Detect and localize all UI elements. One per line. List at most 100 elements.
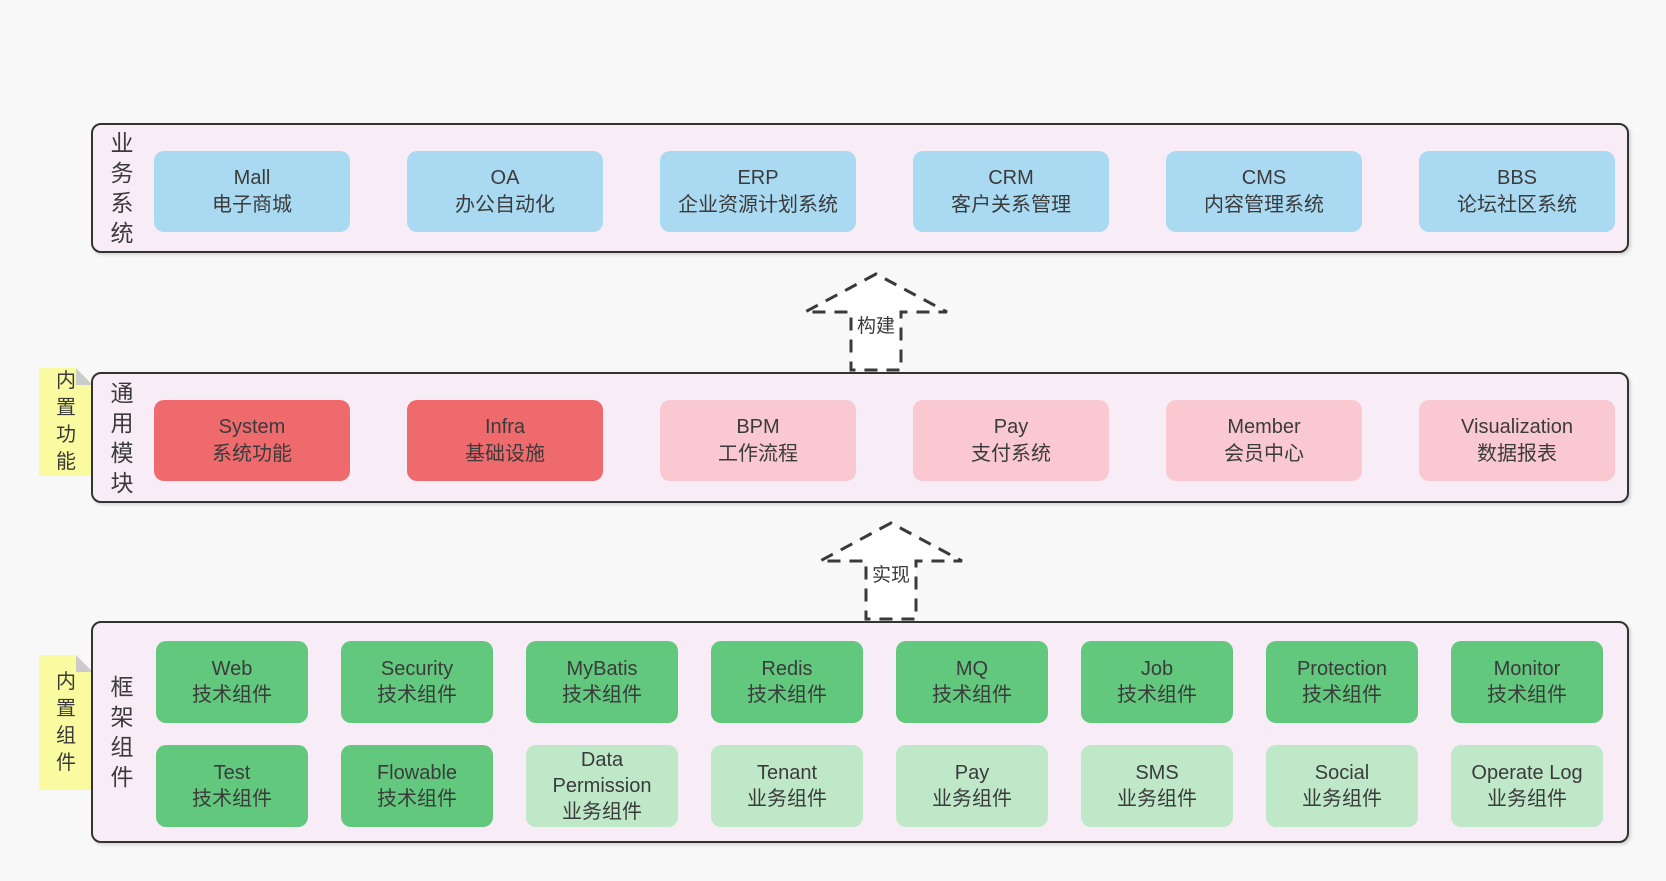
box-subtitle: 支付系统 [971,442,1051,465]
box-subtitle: 业务组件 [1487,788,1567,810]
layer-common-modules: 通用模块 System 系统功能 Infra 基础设施 BPM 工作流程 Pay… [91,372,1629,503]
box-test: Test 技术组件 [156,745,308,827]
box-subtitle: 电子商城 [212,193,292,216]
box-title: Mall [233,166,271,189]
box-system: System 系统功能 [154,400,350,481]
box-subtitle: 业务组件 [932,788,1012,810]
box-title: Visualization [1461,415,1573,438]
box-subtitle: 技术组件 [932,684,1012,706]
box-subtitle: 技术组件 [192,788,272,810]
box-mall: Mall 电子商城 [154,151,350,232]
box-title: MyBatis [566,658,638,680]
note-built-in-features: 内置功能 [39,368,93,476]
box-protection: Protection 技术组件 [1266,641,1418,723]
box-pay-module: Pay 支付系统 [913,400,1109,481]
layer-framework-components: 框架组件 Web 技术组件 Security 技术组件 MyBatis 技术组件… [91,621,1629,843]
box-oa: OA 办公自动化 [407,151,603,232]
box-title: Web [211,658,253,680]
note-paper [39,655,93,790]
box-title: BBS [1496,166,1538,189]
box-title: Data Permission [552,749,652,797]
box-tenant: Tenant 业务组件 [711,745,863,827]
box-subtitle: 技术组件 [1302,684,1382,706]
box-title: Security [380,658,454,680]
box-title: Redis [761,658,813,680]
box-title: SMS [1135,762,1179,784]
layer-label: 业务系统 [110,130,134,246]
layer-label: 通用模块 [110,379,134,496]
box-flowable: Flowable 技术组件 [341,745,493,827]
box-member: Member 会员中心 [1166,400,1362,481]
box-subtitle: 业务组件 [1302,788,1382,810]
box-title: Member [1227,415,1301,438]
box-title: Pay [993,415,1029,438]
box-subtitle: 办公自动化 [455,193,555,216]
box-infra: Infra 基础设施 [407,400,603,481]
box-subtitle: 数据报表 [1477,442,1557,465]
note-fold-corner-icon [76,368,93,385]
box-title: Social [1314,762,1370,784]
box-subtitle: 业务组件 [1117,788,1197,810]
box-social: Social 业务组件 [1266,745,1418,827]
box-bbs: BBS 论坛社区系统 [1419,151,1615,232]
box-title: CMS [1241,166,1287,189]
box-subtitle: 技术组件 [377,684,457,706]
box-subtitle: 技术组件 [1487,684,1567,706]
box-monitor: Monitor 技术组件 [1451,641,1603,723]
box-subtitle: 内容管理系统 [1204,193,1324,216]
box-web: Web 技术组件 [156,641,308,723]
box-title: Operate Log [1471,762,1583,784]
arrow-implement: 实现 [818,521,964,621]
note-paper [39,368,93,476]
note-text: 内置功能 [56,370,76,473]
box-title: Test [213,762,251,784]
layer-label: 框架组件 [110,674,134,790]
box-title: Infra [484,415,526,438]
note-fold-corner-icon [76,655,93,672]
box-title: Flowable [376,762,458,784]
box-subtitle: 业务组件 [747,788,827,810]
box-title: MQ [955,658,989,680]
box-title: OA [490,166,520,189]
box-title: BPM [736,415,780,438]
box-subtitle: 技术组件 [562,684,642,706]
arrow-label: 实现 [869,565,913,587]
note-built-in-components: 内置组件 [39,655,93,790]
box-subtitle: 工作流程 [718,442,798,465]
box-job: Job 技术组件 [1081,641,1233,723]
box-title: Pay [954,762,990,784]
note-text: 内置组件 [56,670,76,774]
box-title: Monitor [1493,658,1561,680]
box-security: Security 技术组件 [341,641,493,723]
box-redis: Redis 技术组件 [711,641,863,723]
box-subtitle: 基础设施 [465,442,545,465]
arrow-label: 构建 [854,316,898,338]
box-title: Protection [1296,658,1388,680]
layer-business-systems: 业务系统 Mall 电子商城 OA 办公自动化 ERP 企业资源计划系统 CRM… [91,123,1629,253]
box-mq: MQ 技术组件 [896,641,1048,723]
box-subtitle: 企业资源计划系统 [678,193,838,216]
arrow-build: 构建 [803,272,949,372]
box-erp: ERP 企业资源计划系统 [660,151,856,232]
box-operate-log: Operate Log 业务组件 [1451,745,1603,827]
box-title: ERP [737,166,779,189]
box-subtitle: 论坛社区系统 [1457,193,1577,216]
box-subtitle: 业务组件 [562,801,642,823]
box-pay-component: Pay 业务组件 [896,745,1048,827]
box-bpm: BPM 工作流程 [660,400,856,481]
box-subtitle: 会员中心 [1224,442,1304,465]
box-cms: CMS 内容管理系统 [1166,151,1362,232]
box-title: CRM [988,166,1034,189]
box-title: Job [1140,658,1174,680]
box-title: Tenant [756,762,818,784]
box-subtitle: 客户关系管理 [951,193,1071,216]
box-subtitle: 技术组件 [1117,684,1197,706]
box-subtitle: 技术组件 [192,684,272,706]
box-sms: SMS 业务组件 [1081,745,1233,827]
box-title: System [218,415,286,438]
box-data-permission: Data Permission 业务组件 [526,745,678,827]
box-crm: CRM 客户关系管理 [913,151,1109,232]
box-mybatis: MyBatis 技术组件 [526,641,678,723]
box-subtitle: 技术组件 [377,788,457,810]
